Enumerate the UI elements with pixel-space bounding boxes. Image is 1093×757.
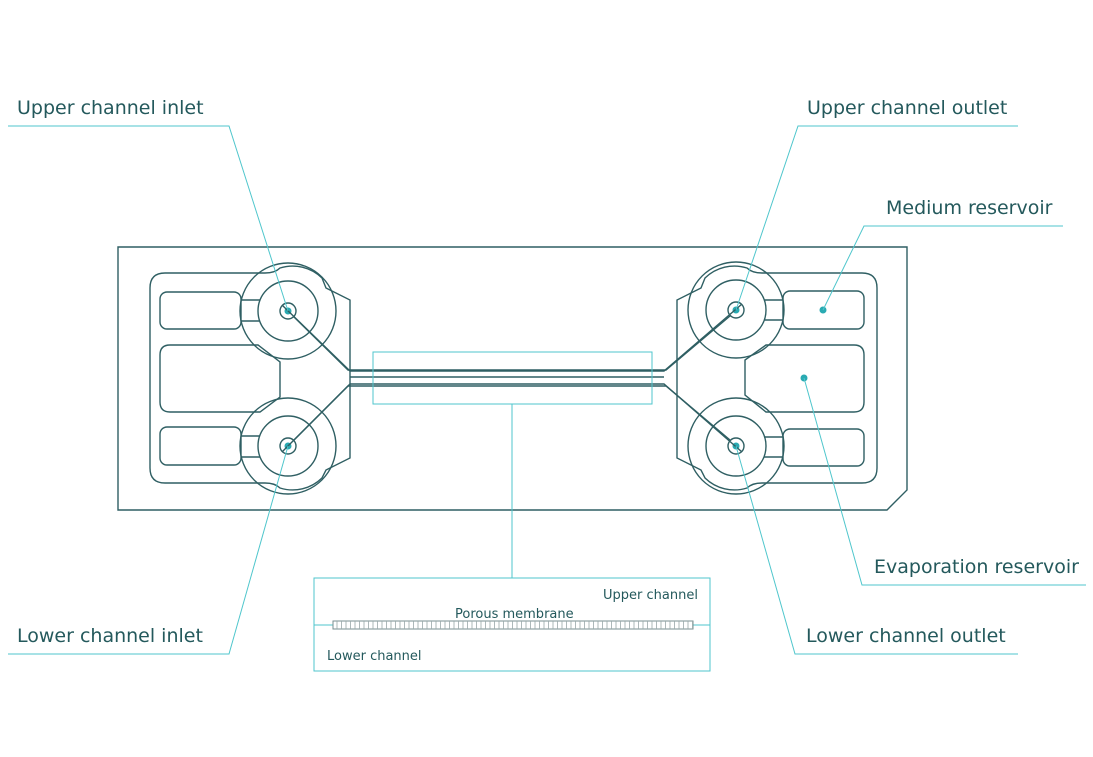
upper-channel-section-label: Upper channel [603,588,698,603]
lower-inlet-leader [8,445,289,655]
membrane-pores [336,621,693,629]
upper-channel-outlet-port [687,261,785,359]
lower-channel-inlet-label: Lower channel inlet [17,625,203,647]
porous-membrane-label: Porous membrane [455,607,574,622]
lower-outlet-leader [735,445,1018,655]
evaporation-reservoir-leader [803,377,1086,586]
upper-inlet-leader [8,125,289,312]
evaporation-reservoir [744,344,865,413]
upper-channel-outlet-label: Upper channel outlet [807,97,1007,119]
left-bottom-reservoir [159,426,242,466]
lower-channel-outlet-label: Lower channel outlet [806,625,1006,647]
evaporation-reservoir-label: Evaporation reservoir [874,556,1079,578]
upper-outlet-leader [735,125,1018,311]
upper-channel-inlet-label: Upper channel inlet [17,97,204,119]
left-top-reservoir [159,291,242,330]
left-frame [149,265,351,491]
medium-reservoir [782,290,865,330]
right-frame [676,265,878,491]
porous-membrane-bar [332,620,694,630]
upper-channel-inlet-port [239,262,337,360]
lower-channel-section-label: Lower channel [327,649,422,664]
medium-reservoir-leader [822,225,1063,311]
medium-reservoir-label: Medium reservoir [886,197,1053,219]
right-bottom-reservoir [782,428,865,467]
channel-highlight-box [372,351,653,405]
lower-channel-outlet-port [687,397,785,495]
left-middle-reservoir [159,344,281,413]
chip-body [117,246,908,511]
microfluidic-channels [281,303,743,453]
